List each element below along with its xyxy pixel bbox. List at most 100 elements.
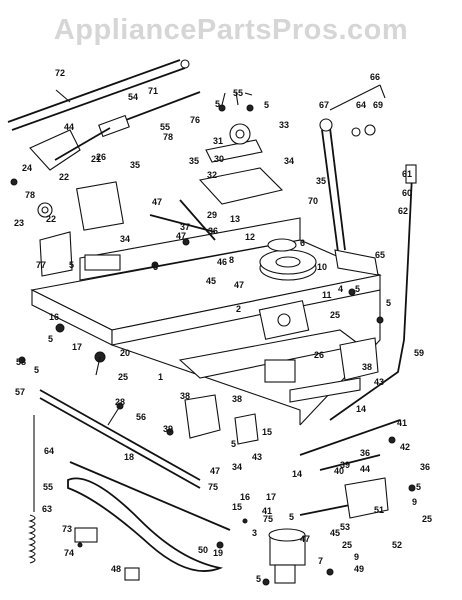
callout-number: 65 bbox=[375, 250, 385, 260]
callout-number: 75 bbox=[208, 482, 218, 492]
callout-number: 5 bbox=[289, 512, 294, 522]
callout-number: 20 bbox=[120, 348, 130, 358]
callout-number: 48 bbox=[111, 564, 121, 574]
callout-number: 69 bbox=[373, 100, 383, 110]
callout-number: 3 bbox=[252, 528, 257, 538]
rod-assembly-top bbox=[7, 59, 201, 138]
center-bracket-assembly bbox=[149, 123, 284, 241]
callout-number: 50 bbox=[198, 545, 208, 555]
callout-number: 56 bbox=[136, 412, 146, 422]
callout-number: 13 bbox=[230, 214, 240, 224]
callout-number: 22 bbox=[59, 172, 69, 182]
callout-number: 71 bbox=[148, 86, 158, 96]
callout-number: 8 bbox=[229, 255, 234, 265]
callout-number: 21 bbox=[91, 154, 101, 164]
drive-belt bbox=[67, 477, 224, 572]
callout-number: 16 bbox=[49, 312, 59, 322]
callout-number: 5 bbox=[256, 574, 261, 584]
callout-number: 38 bbox=[362, 362, 372, 372]
callout-number: 12 bbox=[245, 232, 255, 242]
callout-number: 35 bbox=[130, 160, 140, 170]
callout-number: 39 bbox=[163, 424, 173, 434]
callout-number: 72 bbox=[55, 68, 65, 78]
callout-number: 47 bbox=[300, 534, 310, 544]
callout-number: 5 bbox=[355, 284, 360, 294]
callout-number: 15 bbox=[262, 427, 272, 437]
callout-number: 25 bbox=[118, 372, 128, 382]
callout-number: 74 bbox=[64, 548, 74, 558]
callout-number: 47 bbox=[210, 466, 220, 476]
callout-number: 51 bbox=[374, 505, 384, 515]
callout-number: 36 bbox=[360, 448, 370, 458]
leader-lines bbox=[55, 84, 386, 426]
callout-number: 25 bbox=[342, 540, 352, 550]
callout-number: 36 bbox=[208, 226, 218, 236]
watermark-text: AppliancePartsPros.com bbox=[53, 14, 409, 46]
callout-number: 41 bbox=[397, 418, 407, 428]
callout-number: 64 bbox=[44, 446, 54, 456]
callout-number: 67 bbox=[319, 100, 329, 110]
callout-number: 53 bbox=[340, 522, 350, 532]
callout-number: 49 bbox=[354, 564, 364, 574]
callout-number: 6 bbox=[300, 238, 305, 248]
callout-number: 14 bbox=[292, 469, 302, 479]
callout-number: 26 bbox=[314, 350, 324, 360]
callout-number: 61 bbox=[402, 169, 412, 179]
callout-number: 78 bbox=[163, 132, 173, 142]
callout-number: 9 bbox=[412, 497, 417, 507]
callout-number: 14 bbox=[356, 404, 366, 414]
callout-number: 55 bbox=[160, 122, 170, 132]
callout-number: 32 bbox=[207, 170, 217, 180]
callout-number: 39 bbox=[340, 460, 350, 470]
callout-number: 60 bbox=[402, 188, 412, 198]
callout-number: 47 bbox=[234, 280, 244, 290]
callout-number: 40 bbox=[334, 466, 344, 476]
callout-number: 28 bbox=[115, 397, 125, 407]
rod-assembly-lower bbox=[39, 389, 401, 531]
callout-number: 31 bbox=[213, 136, 223, 146]
callout-number: 42 bbox=[400, 442, 410, 452]
drive-pulley bbox=[259, 238, 317, 281]
callout-number: 44 bbox=[64, 122, 74, 132]
callout-number: 36 bbox=[420, 462, 430, 472]
callout-number: 66 bbox=[370, 72, 380, 82]
callout-number: 44 bbox=[360, 464, 370, 474]
callout-number: 4 bbox=[338, 284, 343, 294]
callout-number: 5 bbox=[69, 260, 74, 270]
callout-number: 17 bbox=[72, 342, 82, 352]
callout-number: 55 bbox=[233, 88, 243, 98]
callout-number: 17 bbox=[266, 492, 276, 502]
callout-number: 78 bbox=[25, 190, 35, 200]
callout-number: 47 bbox=[176, 231, 186, 241]
rod-assembly-right bbox=[329, 164, 417, 421]
callout-number: 43 bbox=[252, 452, 262, 462]
callout-number: 10 bbox=[317, 262, 327, 272]
callout-number: 9 bbox=[354, 552, 359, 562]
small-blocks bbox=[74, 527, 140, 581]
callout-number: 33 bbox=[279, 120, 289, 130]
callout-number: 43 bbox=[374, 377, 384, 387]
callout-number: 59 bbox=[414, 348, 424, 358]
callout-number: 5 bbox=[48, 334, 53, 344]
callout-number: 34 bbox=[120, 234, 130, 244]
callout-number: 34 bbox=[284, 156, 294, 166]
callout-number: 46 bbox=[217, 257, 227, 267]
callout-number: 70 bbox=[308, 196, 318, 206]
callout-number: 5 bbox=[416, 482, 421, 492]
callout-number: 45 bbox=[330, 528, 340, 538]
callout-number: 1 bbox=[158, 372, 163, 382]
callout-number: 35 bbox=[189, 156, 199, 166]
callout-number: 38 bbox=[232, 394, 242, 404]
callout-number: 77 bbox=[36, 260, 46, 270]
callout-number: 16 bbox=[240, 492, 250, 502]
callout-number: 5 bbox=[34, 365, 39, 375]
callout-number: 64 bbox=[356, 100, 366, 110]
callout-number: 38 bbox=[180, 391, 190, 401]
spring bbox=[28, 415, 36, 564]
callout-number: 54 bbox=[128, 92, 138, 102]
callout-number: 25 bbox=[330, 310, 340, 320]
main-frame bbox=[30, 217, 382, 426]
callout-number: 34 bbox=[232, 462, 242, 472]
callout-number: 45 bbox=[206, 276, 216, 286]
